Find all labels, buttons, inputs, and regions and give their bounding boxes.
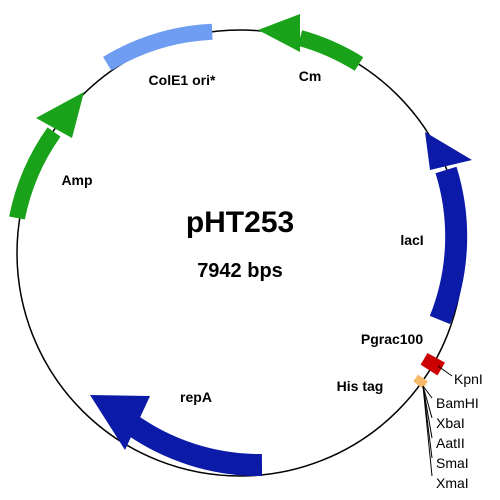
site-line-bamhi [422,385,433,399]
plasmid-name: pHT253 [186,206,294,239]
histag-feature [413,374,428,389]
repa-arrow-body [121,413,263,477]
cm-label: Cm [299,68,322,84]
histag-label: His tag [337,378,384,394]
ori-feature [103,23,213,71]
cm-arrow-body [297,30,364,71]
site-line-kpni [437,365,453,377]
site-smai: SmaI [436,455,469,471]
laci-label: lacI [400,232,423,248]
laci-arrow-body [429,166,468,325]
plasmid-backbone [16,29,464,477]
pgrac-feature [420,352,445,376]
amp-label: Amp [61,172,92,188]
repa-arrowhead [90,395,150,450]
amp-arrowhead [36,92,84,138]
site-xbai: XbaI [436,415,465,431]
laci-arrowhead [425,132,472,170]
site-xmai: XmaI [436,475,469,491]
site-bamhi: BamHI [436,395,479,411]
amp-arrow-body [9,127,61,220]
repa-label: repA [180,389,212,405]
site-line-xbai [422,385,433,419]
pgrac-label: Pgrac100 [361,331,423,347]
site-aatii: AatII [436,435,465,451]
site-kpni: KpnI [454,371,483,387]
plasmid-size: 7942 bps [197,260,283,282]
ori-label: ColE1 ori* [149,72,216,88]
site-line-xmai [422,385,433,477]
cm-arrowhead [258,14,300,52]
